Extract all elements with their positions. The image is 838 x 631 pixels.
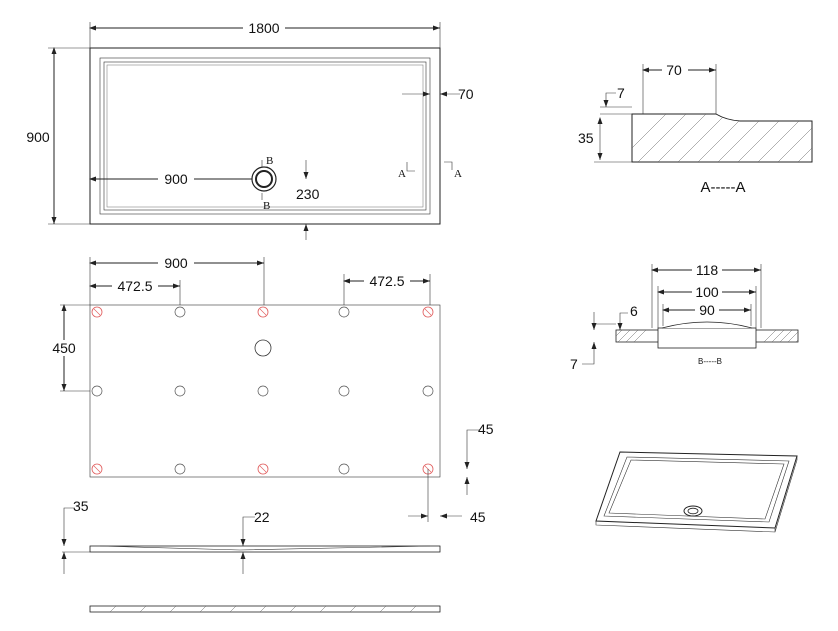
long-section-outline [89, 605, 441, 613]
feet-row-3 [91, 463, 434, 475]
foot [91, 385, 103, 397]
dim-bb-middle-bg [692, 284, 722, 300]
section-aa-title: A-----A [701, 179, 746, 196]
long-section-hatch [109, 605, 417, 613]
section-aa-hatch [632, 114, 812, 162]
dim-spacing-right-text: 472.5 [369, 273, 404, 289]
foot-red [91, 463, 103, 475]
dim-bb-outer-bg [692, 262, 722, 278]
dim-spacing-left-text: 472.5 [117, 278, 152, 294]
tray-rim-outer [99, 57, 431, 215]
isometric-view [595, 451, 798, 533]
foot [338, 385, 350, 397]
section-bb-title: B-----B [698, 357, 722, 366]
dim-length-text: 1800 [248, 20, 279, 36]
dim-side-height-text: 35 [73, 498, 89, 514]
feet-row-2 [91, 385, 434, 397]
section-a-left-marker [406, 162, 415, 172]
dim-bb-inner-bg [695, 302, 719, 318]
side-profile [89, 545, 441, 553]
feet-row-1 [91, 306, 434, 318]
iso-drain-inner [687, 507, 699, 515]
drain-inner [255, 170, 273, 188]
foot [338, 463, 350, 475]
dim-bb-inner-text: 90 [699, 302, 715, 318]
dim-aa-rim-bg [662, 62, 688, 78]
dim-aa-rim-text: 70 [666, 62, 682, 78]
dim-row-text: 450 [52, 340, 76, 356]
dim-bottom-half-text: 900 [164, 255, 188, 271]
dim-aa-step-text: 7 [617, 85, 625, 101]
dim-aa-step-leader [603, 92, 616, 107]
section-a-right-label: A [454, 168, 462, 180]
side-slope [99, 545, 431, 551]
dim-aa-thk-text: 35 [578, 130, 594, 146]
section-bb-hatch [616, 330, 798, 342]
dim-width-text: 900 [26, 129, 50, 145]
long-section [89, 605, 441, 613]
dim-bb-depth-text: 6 [630, 303, 638, 319]
section-bb: 118 100 90 6 7 B-----B [570, 262, 799, 372]
foot [174, 385, 186, 397]
dim-bottom-half-bg [158, 255, 194, 271]
iso-rim [603, 456, 790, 523]
side-view: 35 22 [61, 498, 441, 574]
dim-length-bg [243, 20, 285, 36]
dim-half-length-bg [158, 171, 194, 187]
dim-half-length-text: 900 [164, 171, 188, 187]
dim-drain-text: 230 [296, 186, 320, 202]
bottom-view: 900 472.5 472.5 450 [46, 255, 494, 525]
section-b-top-marker [261, 160, 268, 168]
dim-edge-y-leader [464, 429, 480, 469]
dim-bb-flange-text: 7 [570, 356, 578, 372]
section-a-left-label: A [398, 168, 406, 180]
bottom-drain-hole [254, 339, 272, 357]
foot [422, 385, 434, 397]
foot-red [257, 463, 269, 475]
section-a-right-marker [444, 161, 453, 170]
dim-bb-middle-text: 100 [695, 284, 719, 300]
dim-row-bg [46, 340, 82, 356]
tray-rim-inner-2 [106, 64, 424, 208]
dim-edge-x-text: 45 [470, 509, 486, 525]
dim-spacing-right-bg [364, 273, 410, 289]
section-bb-drain-body [657, 327, 757, 349]
foot-red [91, 306, 103, 318]
dim-bb-depth-leader [617, 312, 628, 330]
dim-edge-y-text: 45 [478, 421, 494, 437]
dim-bb-outer-text: 118 [696, 262, 719, 278]
foot [174, 463, 186, 475]
top-view: 1800 900 70 900 B B 230 A A [26, 20, 474, 240]
foot [338, 306, 350, 318]
section-aa: 70 7 35 A-----A [578, 62, 813, 196]
foot-red [422, 306, 434, 318]
dim-side-height-leader [61, 507, 75, 546]
iso-thickness [595, 456, 798, 533]
dim-side-slope-text: 22 [254, 509, 270, 525]
dim-bb-flange-leader [582, 342, 597, 365]
tray-rim-inner [103, 61, 427, 211]
dim-spacing-left-bg [112, 278, 158, 294]
iso-rim-inner [608, 459, 785, 520]
foot [257, 385, 269, 397]
section-b-top-label: B [266, 155, 273, 167]
foot-red [257, 306, 269, 318]
dim-side-slope-leader [240, 516, 255, 546]
dim-rim-text: 70 [458, 86, 474, 102]
section-b-bottom-label: B [263, 200, 270, 212]
section-bb-drain-cap [661, 321, 753, 329]
tray-outline [89, 47, 441, 225]
foot [174, 306, 186, 318]
